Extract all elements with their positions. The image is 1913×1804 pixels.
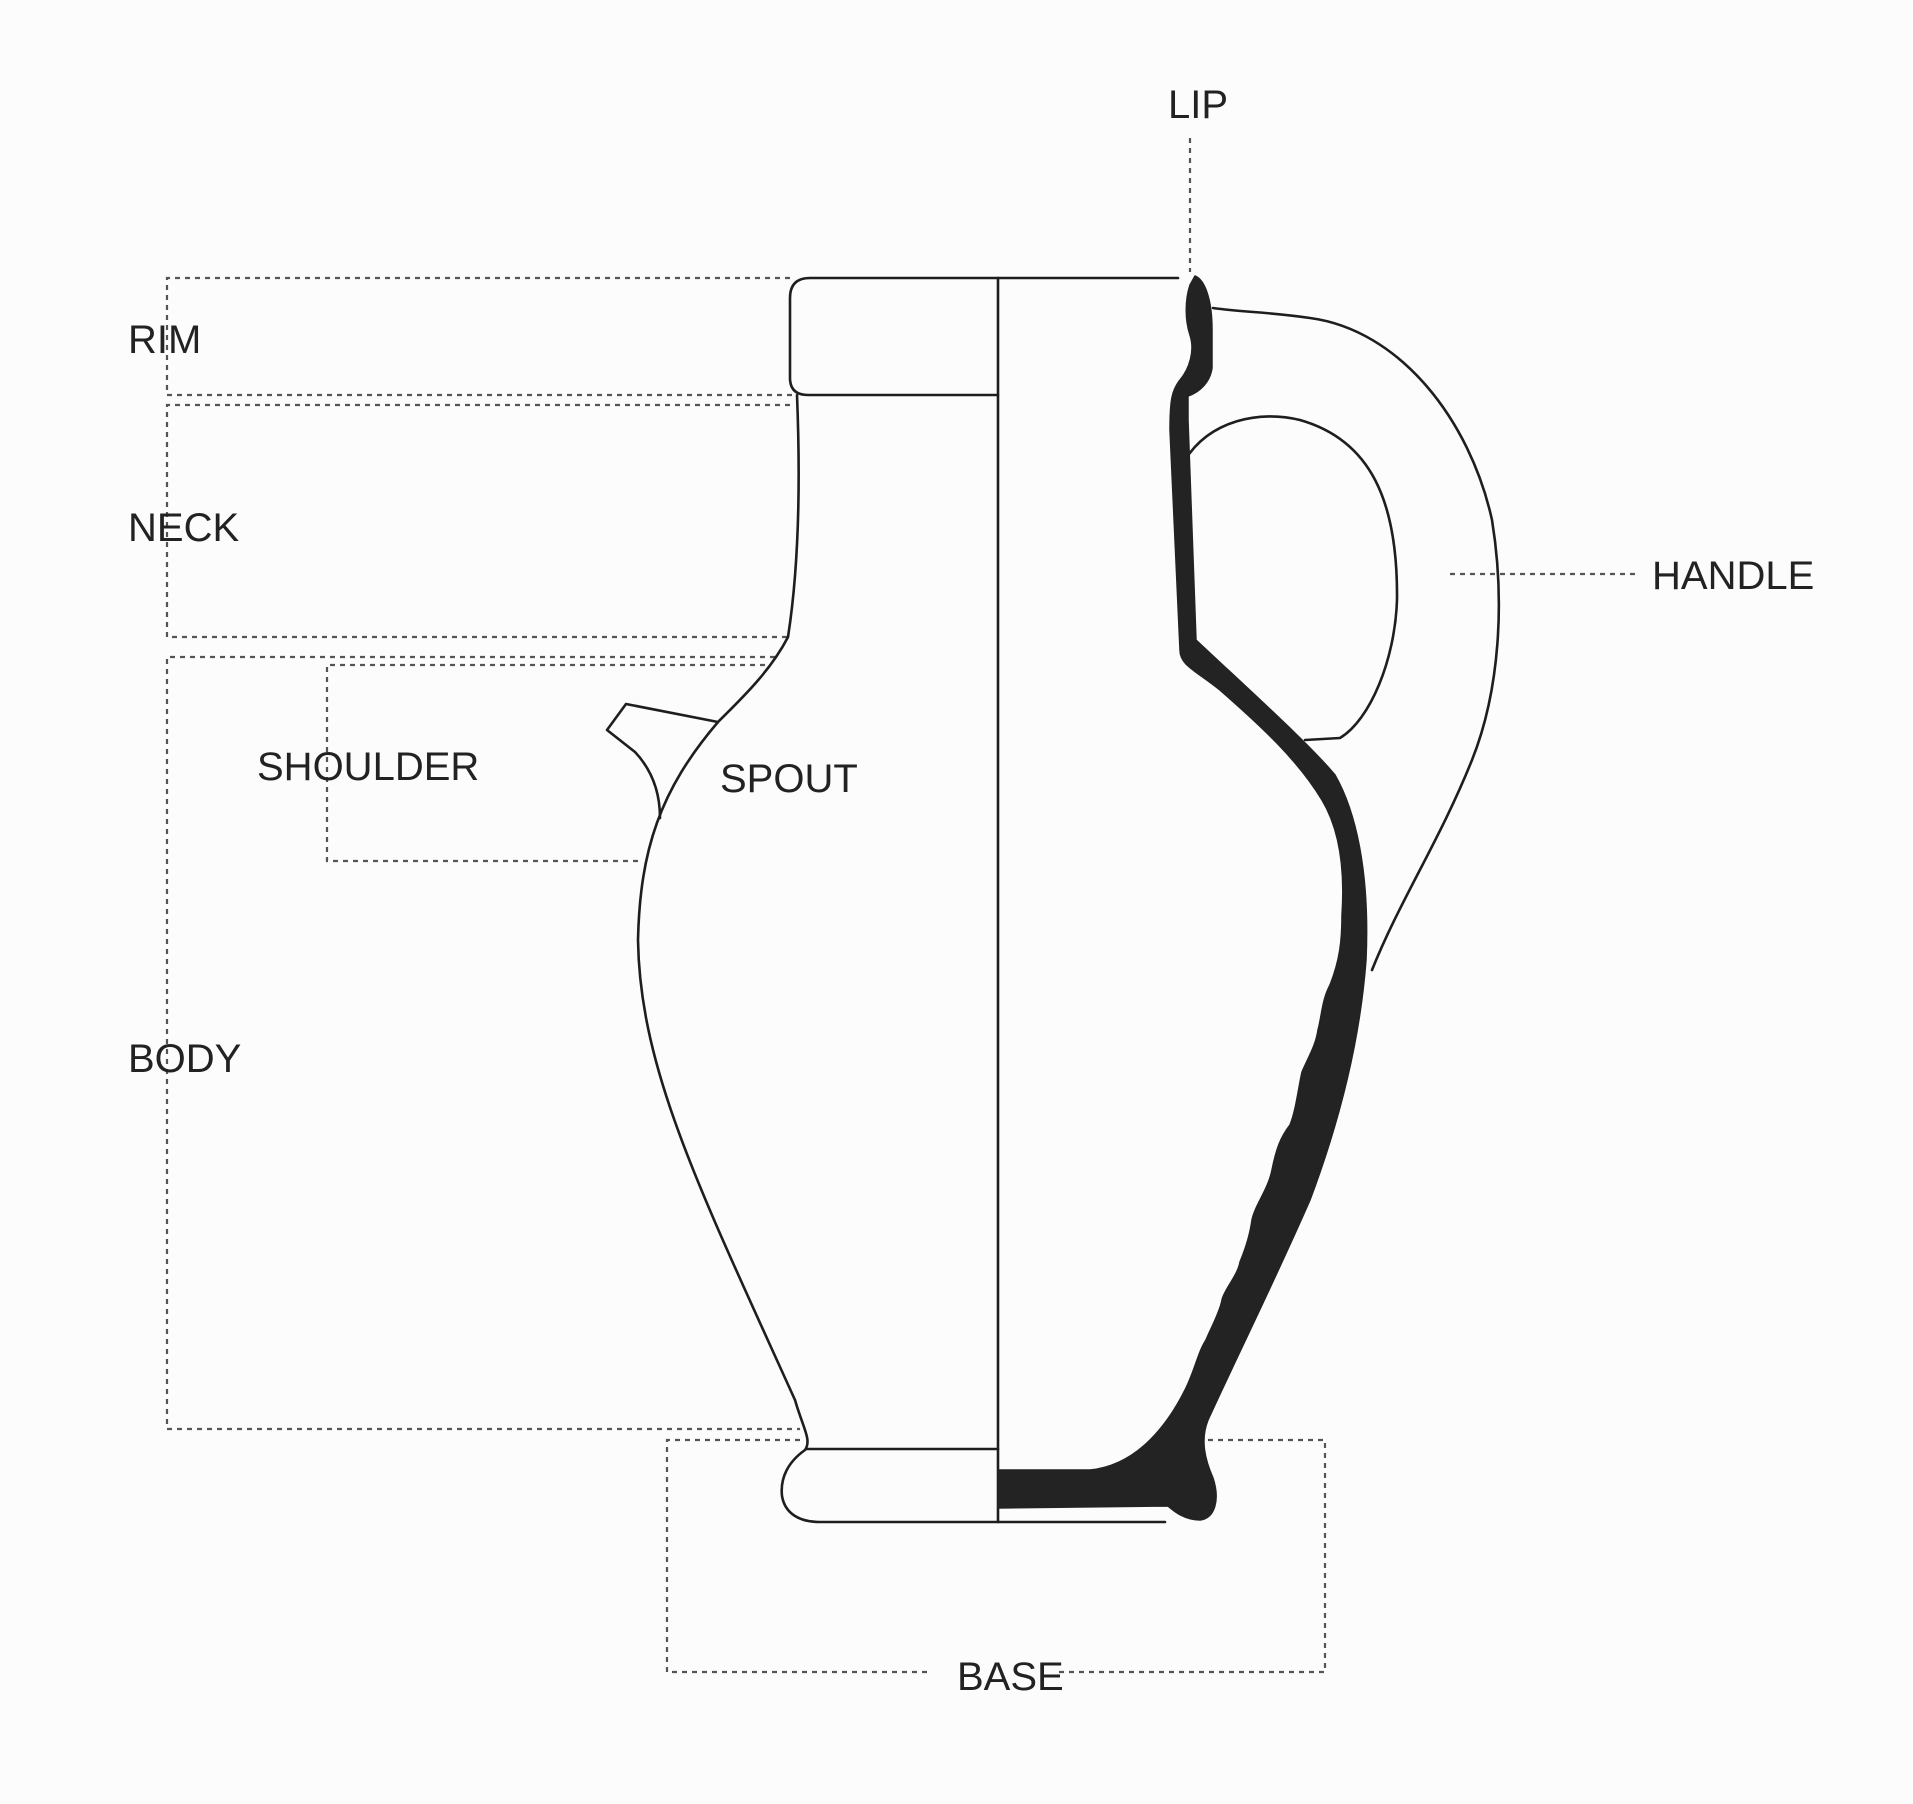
label-handle: HANDLE — [1652, 554, 1814, 598]
neck-bracket — [165, 403, 790, 639]
label-spout: SPOUT — [720, 757, 858, 801]
spout-outline — [605, 702, 720, 820]
rim-outline — [788, 276, 1000, 397]
label-lip: LIP — [1168, 83, 1228, 127]
label-rim: RIM — [128, 318, 201, 362]
handle-outer — [1211, 306, 1501, 972]
body-outline — [636, 393, 1167, 1524]
shoulder-bracket — [325, 663, 765, 863]
handle-inner — [1183, 415, 1399, 742]
label-neck: NECK — [128, 506, 239, 550]
body-bracket — [165, 655, 800, 1431]
label-shoulder: SHOULDER — [257, 745, 479, 789]
jug-drawing — [605, 275, 1501, 1524]
guide-lines — [165, 138, 1640, 1674]
label-body: BODY — [128, 1037, 241, 1081]
base-bracket — [665, 1438, 932, 1674]
base-bracket-right — [1055, 1438, 1327, 1674]
rim-bracket — [165, 276, 795, 397]
wall-section — [997, 275, 1368, 1521]
labels: LIP RIM NECK SHOULDER SPOUT BODY HANDLE … — [128, 83, 1814, 1699]
label-base: BASE — [957, 1655, 1064, 1699]
